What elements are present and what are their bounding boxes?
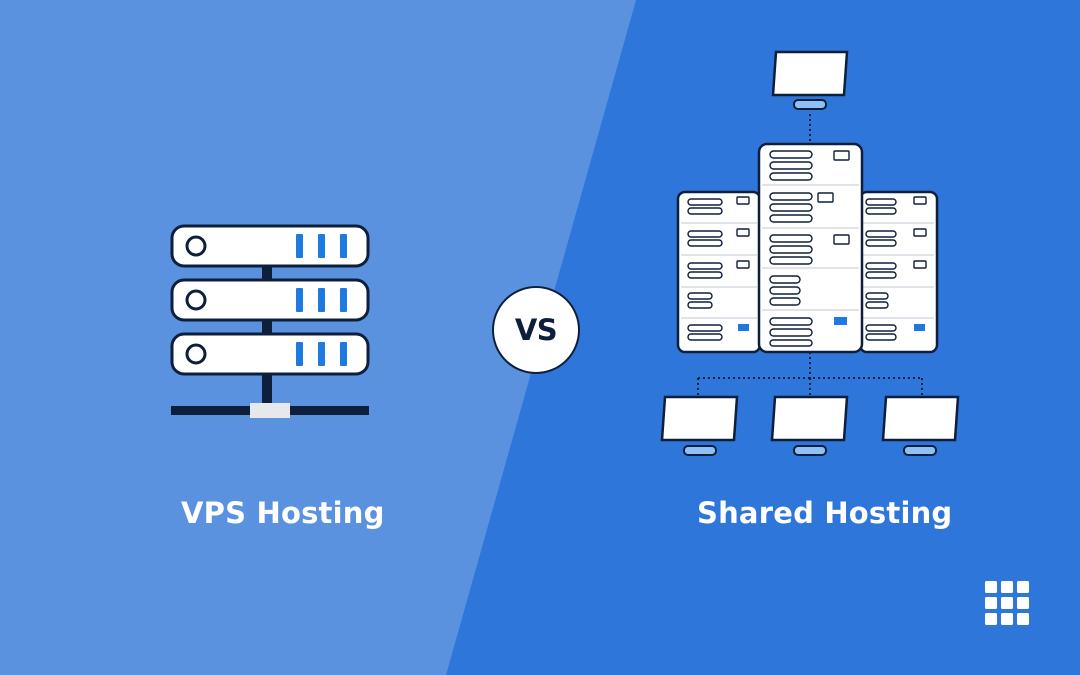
bottom-right-monitor-icon xyxy=(881,395,960,456)
bottom-left-monitor-icon xyxy=(660,395,739,456)
vs-text: VS xyxy=(514,313,558,347)
grid-logo-icon xyxy=(985,581,1029,625)
center-server-icon xyxy=(757,142,864,354)
top-monitor-icon xyxy=(771,50,849,110)
vs-badge: VS xyxy=(492,286,580,374)
left-server-icon xyxy=(676,190,762,354)
right-server-icon xyxy=(858,190,939,354)
vps-hosting-title: VPS Hosting xyxy=(181,496,385,530)
bottom-center-monitor-icon xyxy=(770,395,849,456)
shared-hosting-title: Shared Hosting xyxy=(697,496,953,530)
